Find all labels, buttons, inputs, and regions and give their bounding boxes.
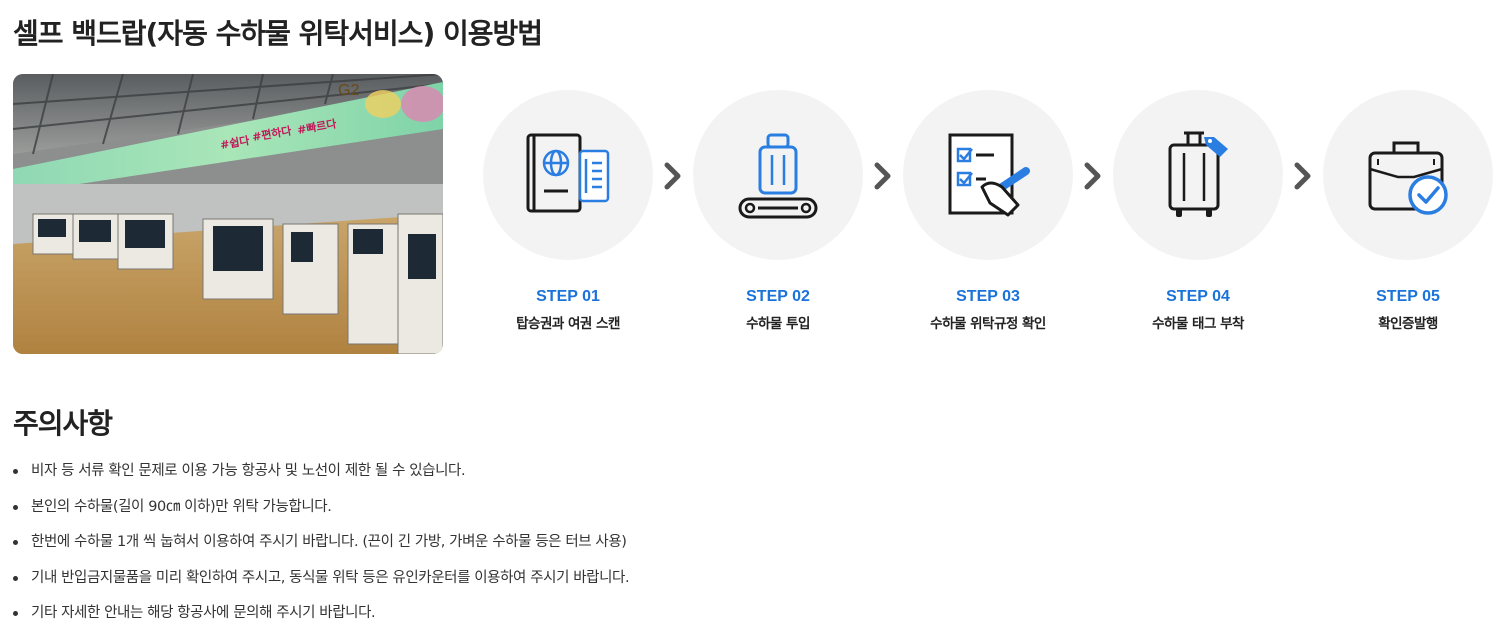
step-1-number: STEP 01 (536, 288, 600, 305)
page-title: 셀프 백드랍(자동 수하물 위탁서비스) 이용방법 (13, 17, 543, 50)
step-5: STEP 05 확인증발행 (1323, 90, 1493, 332)
step-1-label: 탑승권과 여권 스캔 (516, 316, 620, 332)
chevron-right-icon (664, 162, 681, 190)
luggage-tag-icon (1168, 131, 1228, 217)
step-4-circle (1113, 90, 1283, 260)
step-2-circle (693, 90, 863, 260)
banner-text-2: #편하다 (251, 123, 293, 144)
step-4-label: 수하물 태그 부착 (1152, 316, 1244, 332)
chevron-right-icon (1294, 162, 1311, 190)
banner-text-3: #빠르다 (296, 116, 338, 137)
step-5-number: STEP 05 (1376, 288, 1440, 305)
step-2: STEP 02 수하물 투입 (693, 90, 863, 332)
step-3-circle (903, 90, 1073, 260)
step-3-number: STEP 03 (956, 288, 1020, 305)
list-item: 기내 반입금지물품을 미리 확인하여 주시고, 동식물 위탁 등은 유인카운터를… (13, 562, 630, 598)
step-1: STEP 01 탑승권과 여권 스캔 (483, 90, 653, 332)
step-4-number: STEP 04 (1166, 288, 1230, 305)
baggage-conveyor-icon (738, 133, 818, 219)
list-item: 비자 등 서류 확인 문제로 이용 가능 항공사 및 노선이 제한 될 수 있습… (13, 455, 629, 491)
list-item: 한번에 수하물 1개 씩 눕혀서 이용하여 주시기 바랍니다. (끈이 긴 가방… (13, 526, 629, 562)
self-bag-drop-photo: G2 #쉽다 #편하다 #빠르다 (13, 74, 443, 354)
gate-sign: G2 (338, 82, 359, 99)
step-2-number: STEP 02 (746, 288, 810, 305)
chevron-right-icon (874, 162, 891, 190)
step-5-label: 확인증발행 (1378, 316, 1438, 332)
list-item: 본인의 수하물(길이 90㎝ 이하)만 위탁 가능합니다. (13, 491, 629, 527)
terminal-photo-illustration: G2 #쉽다 #편하다 #빠르다 (13, 74, 443, 354)
steps-section: STEP 01 탑승권과 여권 스캔 STEP 02 수하물 투입 (483, 90, 1493, 340)
step-3: STEP 03 수하물 위탁규정 확인 (903, 90, 1073, 332)
step-5-circle (1323, 90, 1493, 260)
list-item: 기타 자세한 안내는 해당 항공사에 문의해 주시기 바랍니다. (13, 597, 629, 633)
step-1-circle (483, 90, 653, 260)
step-3-label: 수하물 위탁규정 확인 (930, 316, 1046, 332)
notices-title: 주의사항 (13, 407, 113, 440)
passport-ticket-icon (526, 133, 610, 213)
banner-text-1: #쉽다 (219, 133, 251, 152)
chevron-right-icon (1084, 162, 1101, 190)
briefcase-check-icon (1368, 141, 1448, 215)
notices-list: 비자 등 서류 확인 문제로 이용 가능 항공사 및 노선이 제한 될 수 있습… (13, 455, 630, 633)
step-4: STEP 04 수하물 태그 부착 (1113, 90, 1283, 332)
step-2-label: 수하물 투입 (746, 316, 810, 332)
checklist-pen-icon (948, 133, 1030, 217)
